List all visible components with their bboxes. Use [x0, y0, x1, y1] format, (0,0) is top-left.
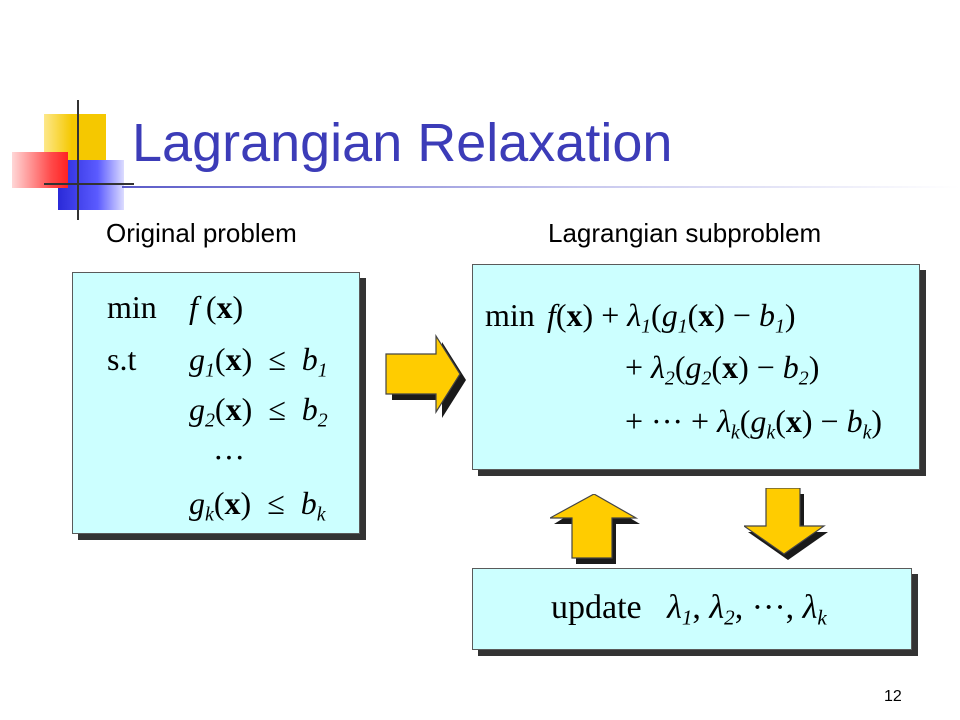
original-problem-label: Original problem — [106, 218, 297, 248]
title-underline — [122, 186, 960, 188]
subproblem-line-3: + ··· + λk(gk(x) − bk) — [625, 403, 883, 444]
down-arrow-icon — [744, 488, 828, 560]
constraint-ellipsis: ··· — [213, 439, 245, 475]
constraint-2: g2(x) ≤ b2 — [189, 391, 328, 432]
constraint-1: g1(x) ≤ b1 — [189, 341, 328, 382]
update-keyword: update — [551, 589, 642, 626]
up-arrow-icon — [550, 494, 640, 564]
right-arrow-icon — [385, 334, 466, 418]
original-objective: f (x) — [189, 289, 244, 325]
original-st-keyword: s.t — [107, 341, 137, 377]
page-number: 12 — [884, 688, 902, 705]
subproblem-line-1: f(x) + λ1(g1(x) − b1) — [547, 297, 796, 338]
logo-red-block — [12, 152, 68, 188]
subproblem-line-2: + λ2(g2(x) − b2) — [625, 349, 820, 390]
logo-vertical-line — [77, 100, 79, 220]
logo-horizontal-line — [44, 183, 134, 185]
original-min-keyword: min — [107, 289, 157, 325]
original-problem-box: min f (x) s.t g1(x) ≤ b1 g2(x) ≤ b2 ··· … — [72, 272, 360, 534]
slide-title: Lagrangian Relaxation — [132, 113, 673, 173]
update-expression: update λ1, λ2, ···, λk — [551, 589, 827, 630]
update-box: update λ1, λ2, ···, λk — [472, 568, 912, 650]
constraint-k: gk(x) ≤ bk — [189, 485, 326, 526]
subproblem-label: Lagrangian subproblem — [548, 218, 822, 248]
subproblem-box: min f(x) + λ1(g1(x) − b1) + λ2(g2(x) − b… — [472, 264, 920, 470]
subproblem-min-keyword: min — [485, 297, 535, 333]
logo-blue-block — [58, 160, 124, 210]
